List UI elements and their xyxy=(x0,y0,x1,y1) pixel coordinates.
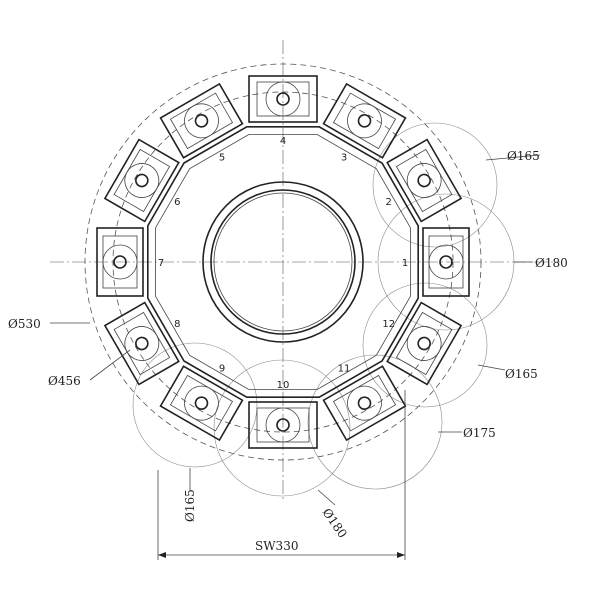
d175-label: Ø175 xyxy=(463,426,496,440)
tool-spindle xyxy=(357,396,372,410)
tool-holder-12 xyxy=(386,301,463,386)
tool-holder-3 xyxy=(322,82,407,159)
d180-bottom-label: Ø180 xyxy=(320,506,350,541)
station-number-5: 5 xyxy=(219,152,225,163)
tool-circle-165-top xyxy=(372,122,498,248)
station-number-2: 2 xyxy=(386,197,392,208)
tool-spindle xyxy=(194,114,209,128)
tool-seat xyxy=(102,244,138,280)
tool-spindle xyxy=(357,114,372,128)
d165-top-label: Ø165 xyxy=(507,149,540,163)
swing-circle-456 xyxy=(112,91,454,433)
d165-bottom-label: Ø165 xyxy=(183,489,197,522)
tool-spindle xyxy=(135,173,149,188)
station-number-4: 4 xyxy=(280,136,286,147)
holder-block xyxy=(322,365,407,442)
turret-body xyxy=(147,126,420,399)
tool-spindle xyxy=(113,255,127,269)
turret-body-inner xyxy=(155,134,411,390)
tool-holder-4 xyxy=(248,75,318,123)
station-number-7: 7 xyxy=(158,258,164,269)
station-number-10: 10 xyxy=(277,380,290,391)
station-number-12: 12 xyxy=(382,319,395,330)
d180-right-label: Ø180 xyxy=(535,256,568,270)
holder-block xyxy=(103,138,180,223)
station-number-3: 3 xyxy=(341,152,347,163)
tool-holder-6 xyxy=(103,138,180,223)
station-number-11: 11 xyxy=(338,364,351,375)
sw-arrow-right xyxy=(397,552,405,558)
station-number-1: 1 xyxy=(402,258,408,269)
tool-circle-165-bottom xyxy=(132,342,258,468)
tool-holder-5 xyxy=(159,82,244,159)
d456-label: Ø456 xyxy=(48,374,81,388)
tool-holder-10 xyxy=(248,401,318,449)
holder-block xyxy=(96,227,144,297)
sw-arrow-left xyxy=(158,552,166,558)
station-number-6: 6 xyxy=(174,197,180,208)
tool-seat xyxy=(406,163,442,198)
sw-label: SW330 xyxy=(255,539,298,553)
tool-spindle xyxy=(417,336,431,351)
tool-holder-7 xyxy=(96,227,144,297)
tool-spindle xyxy=(276,418,290,432)
d165-right-leader xyxy=(477,364,506,371)
outer-swing-circle-530 xyxy=(84,63,482,461)
tool-seat xyxy=(347,385,382,421)
station-number-9: 9 xyxy=(219,364,225,375)
tool-seat xyxy=(265,81,301,117)
tool-seat xyxy=(406,326,442,361)
holder-block xyxy=(103,301,180,386)
holder-block xyxy=(159,365,244,442)
holder-block xyxy=(322,82,407,159)
d456-leader xyxy=(89,349,131,381)
holder-block xyxy=(248,75,318,123)
d180-bottom-leader xyxy=(317,489,336,506)
tool-circle-165-right xyxy=(362,282,488,408)
tool-seat xyxy=(428,244,464,280)
tool-holder-11 xyxy=(322,365,407,442)
tool-seat xyxy=(124,163,160,198)
tool-spindle xyxy=(135,336,149,351)
tool-holder-9 xyxy=(159,365,244,442)
holder-block xyxy=(386,301,463,386)
tool-circle-175 xyxy=(307,354,443,490)
d530-label: Ø530 xyxy=(8,317,41,331)
tool-holder-1 xyxy=(422,227,470,297)
tool-spindle xyxy=(417,173,431,188)
holder-block xyxy=(422,227,470,297)
station-number-8: 8 xyxy=(174,319,180,330)
tool-seat xyxy=(347,103,382,139)
tool-spindle xyxy=(194,396,209,410)
tool-spindle xyxy=(439,255,453,269)
tool-circle-180-bottom xyxy=(213,359,351,497)
central-bore-outer xyxy=(202,181,364,343)
central-bore-inner xyxy=(210,189,356,335)
tool-holders xyxy=(96,75,470,449)
holder-block xyxy=(159,82,244,159)
d165-right-label: Ø165 xyxy=(505,367,538,381)
tool-holder-8 xyxy=(103,301,180,386)
tool-seat xyxy=(265,407,301,443)
holder-block xyxy=(386,138,463,223)
central-bore-face xyxy=(213,192,353,332)
d165-top-leader xyxy=(485,154,541,161)
tool-seat xyxy=(184,385,219,421)
tool-seat xyxy=(184,103,219,139)
tool-spindle xyxy=(276,92,290,106)
tool-holder-2 xyxy=(386,138,463,223)
holder-block xyxy=(248,401,318,449)
